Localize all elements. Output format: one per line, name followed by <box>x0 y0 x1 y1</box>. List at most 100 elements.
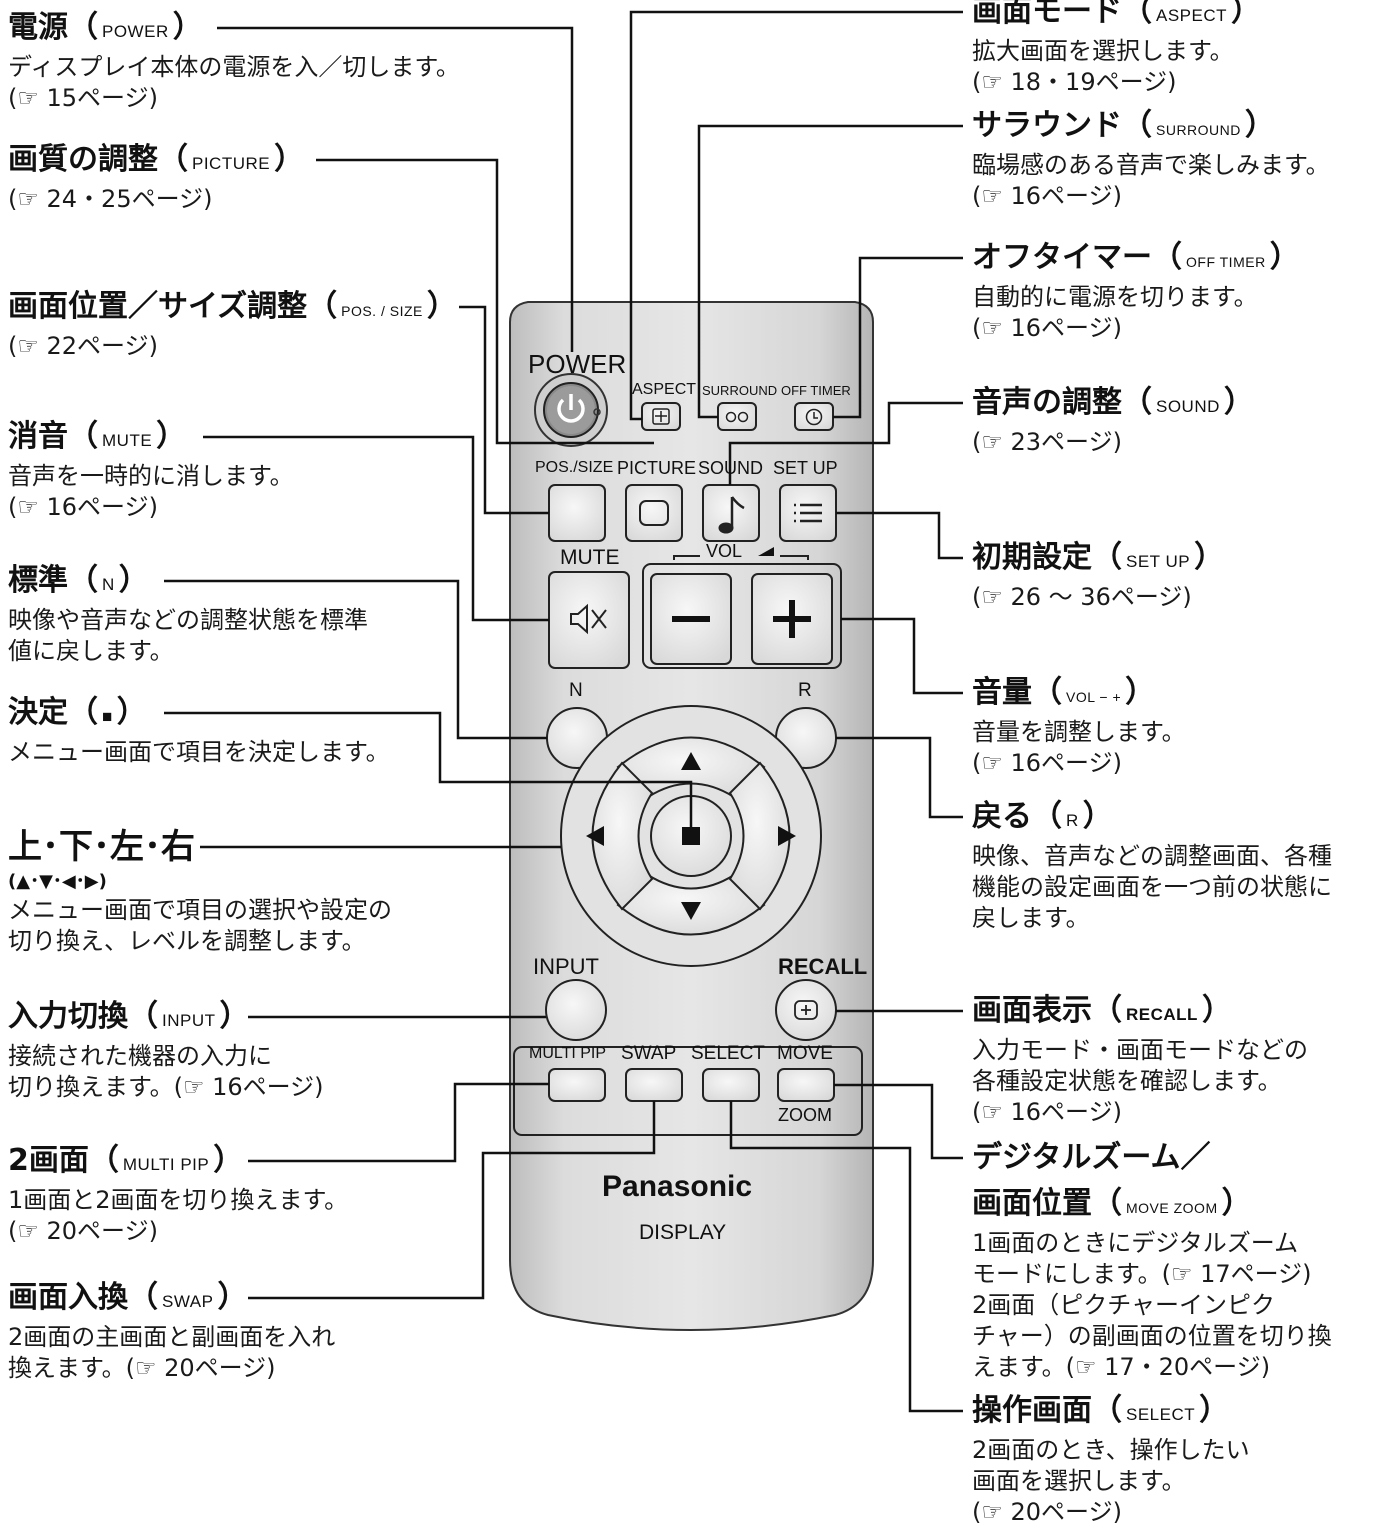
annotation-return: 戻る（R） 映像、音声などの調整画面、各種 機能の設定画面を一つ前の状態に 戻し… <box>972 799 1332 932</box>
annotation-title-2: 画面位置 <box>972 1186 1092 1221</box>
annotation-select: 操作画面（SELECT） 2画面のとき、操作したい 画面を選択します。 (☞ 2… <box>972 1393 1250 1526</box>
leader-return <box>836 736 963 819</box>
right-button <box>728 761 791 911</box>
annotation-line: チャー）の副画面の位置を切り換 <box>972 1322 1332 1350</box>
setup-label: SET UP <box>773 458 838 478</box>
annotation-ref: (☞ 15ページ) <box>8 84 158 112</box>
music-note-icon <box>718 496 745 534</box>
annotation-title: 画質の調整 <box>8 142 158 177</box>
annotation-ref: (☞ 16ページ) <box>972 182 1122 210</box>
annotation-ref: (☞ 16ページ) <box>972 749 1122 777</box>
swap-button <box>625 1068 683 1102</box>
annotation-code: N <box>102 575 115 594</box>
leader-select <box>729 1101 963 1413</box>
recall-label: RECALL <box>778 954 868 979</box>
leader-setup <box>836 511 963 560</box>
offtimer-label: OFF TIMER <box>781 383 851 398</box>
annotation-line: 音量を調整します。 <box>972 718 1186 746</box>
annotation-ref: (☞ 23ページ) <box>972 428 1122 456</box>
annotation-title: 戻る <box>972 799 1032 834</box>
picture-icon <box>639 500 669 526</box>
annotation-enter: 決定（■） メニュー画面で項目を決定します。 <box>8 695 390 766</box>
leader-aspect <box>629 10 963 421</box>
annotation-line: 接続された機器の入力に <box>8 1042 272 1070</box>
annotation-code: VOL − + <box>1066 689 1122 705</box>
annotation-power: 電源（POWER） ディスプレイ本体の電源を入／切します。 (☞ 15ページ) <box>8 10 460 112</box>
swap-label: SWAP <box>621 1043 677 1064</box>
annotation-ref: (☞ 16ページ) <box>972 314 1122 342</box>
annotation-code: POWER <box>102 22 169 41</box>
annotation-title: 決定 <box>8 695 68 730</box>
move-label: MOVE <box>777 1043 833 1064</box>
r-label: R <box>798 680 812 701</box>
possize-label: POS./SIZE <box>535 459 614 476</box>
annotation-code: MULTI PIP <box>122 1155 210 1174</box>
annotation-code: ■ <box>102 707 113 726</box>
annotation-line: 1画面のときにデジタルズーム <box>972 1229 1299 1257</box>
power-icon <box>557 398 585 423</box>
annotation-title: 画面モード <box>972 0 1122 29</box>
leader-offtimer <box>833 256 963 419</box>
leader-sound <box>728 401 963 485</box>
annotation-line: 機能の設定画面を一つ前の状態に <box>972 873 1332 901</box>
annotation-title: 入力切換 <box>8 999 128 1034</box>
annotation-offtimer: オフタイマー（OFF TIMER） 自動的に電源を切ります。 (☞ 16ページ) <box>972 240 1300 342</box>
annotation-line: メニュー画面で項目の選択や設定の <box>8 896 392 924</box>
multipip-button <box>548 1068 606 1102</box>
select-button <box>702 1068 760 1102</box>
surround-label: SURROUND <box>702 383 778 398</box>
annotation-recall: 画面表示（RECALL） 入力モード・画面モードなどの 各種設定状態を確認します… <box>972 993 1308 1126</box>
annotation-line: 各種設定状態を確認します。 <box>972 1067 1282 1095</box>
annotation-line: ディスプレイ本体の電源を入／切します。 <box>8 53 460 81</box>
aspect-icon <box>652 408 670 425</box>
clock-icon <box>805 408 823 426</box>
move-zoom-button <box>777 1068 835 1102</box>
sound-label: SOUND <box>698 458 764 478</box>
annotation-line: 換えます。(☞ 20ページ) <box>8 1354 276 1382</box>
annotation-line: 2画面（ピクチャーインピク <box>972 1291 1276 1319</box>
plus-icon <box>773 600 811 638</box>
annotation-code: RECALL <box>1126 1005 1198 1024</box>
mute-label: MUTE <box>560 546 620 569</box>
zoom-label: ZOOM <box>778 1105 832 1125</box>
annotation-ref: (☞ 18・19ページ) <box>972 68 1177 96</box>
leader-normal <box>164 579 547 740</box>
vol-label-line <box>673 555 809 560</box>
annotation-ref: (☞ 20ページ) <box>8 1217 158 1245</box>
annotation-mute: 消音（MUTE） 音声を一時的に消します。 (☞ 16ページ) <box>8 419 294 521</box>
leader-surround <box>697 124 963 419</box>
annotation-title: 画面入換 <box>8 1280 128 1315</box>
vol-label: VOL <box>706 541 743 561</box>
annotation-swap: 画面入換（SWAP） 2画面の主画面と副画面を入れ 換えます。(☞ 20ページ) <box>8 1280 336 1382</box>
annotation-line: えます。(☞ 17・20ページ) <box>972 1353 1271 1381</box>
aspect-label: ASPECT <box>632 381 697 398</box>
annotation-arrows: 上･下･左･右 (▲･▼･◀･▶) メニュー画面で項目の選択や設定の 切り換え、… <box>8 825 392 957</box>
possize-button <box>548 484 606 542</box>
n-label: N <box>569 680 583 701</box>
annotation-line: 切り換えます。(☞ 16ページ) <box>8 1073 324 1101</box>
down-arrow-icon <box>681 902 701 920</box>
annotation-code: SET UP <box>1126 552 1191 571</box>
annotation-line: 入力モード・画面モードなどの <box>972 1036 1308 1064</box>
annotation-code: MUTE <box>102 431 153 450</box>
annotation-input: 入力切換（INPUT） 接続された機器の入力に 切り換えます。(☞ 16ページ) <box>8 999 324 1101</box>
leader-multipip <box>248 1082 549 1163</box>
pip-bracket <box>513 1046 863 1136</box>
annotation-title: 音量 <box>972 675 1032 710</box>
surround-button <box>717 402 757 431</box>
leader-picture <box>316 158 654 445</box>
annotation-line: 拡大画面を選択します。 <box>972 37 1234 65</box>
annotation-line: 映像、音声などの調整画面、各種 <box>972 842 1332 870</box>
annotation-code: SOUND <box>1156 397 1220 416</box>
annotation-setup: 初期設定（SET UP） (☞ 26 ～ 36ページ) <box>972 540 1225 611</box>
annotation-line: 音声を一時的に消します。 <box>8 462 294 490</box>
annotation-line: モードにします。(☞ 17ページ) <box>972 1260 1312 1288</box>
model-label: DISPLAY <box>639 1221 727 1244</box>
annotation-ref: (☞ 24・25ページ) <box>8 185 213 213</box>
annotation-title: 標準 <box>8 563 68 598</box>
surround-icon <box>725 411 749 423</box>
leader-lines <box>164 10 963 1413</box>
enter-square-icon <box>682 827 700 845</box>
right-arrow-icon <box>778 826 796 846</box>
